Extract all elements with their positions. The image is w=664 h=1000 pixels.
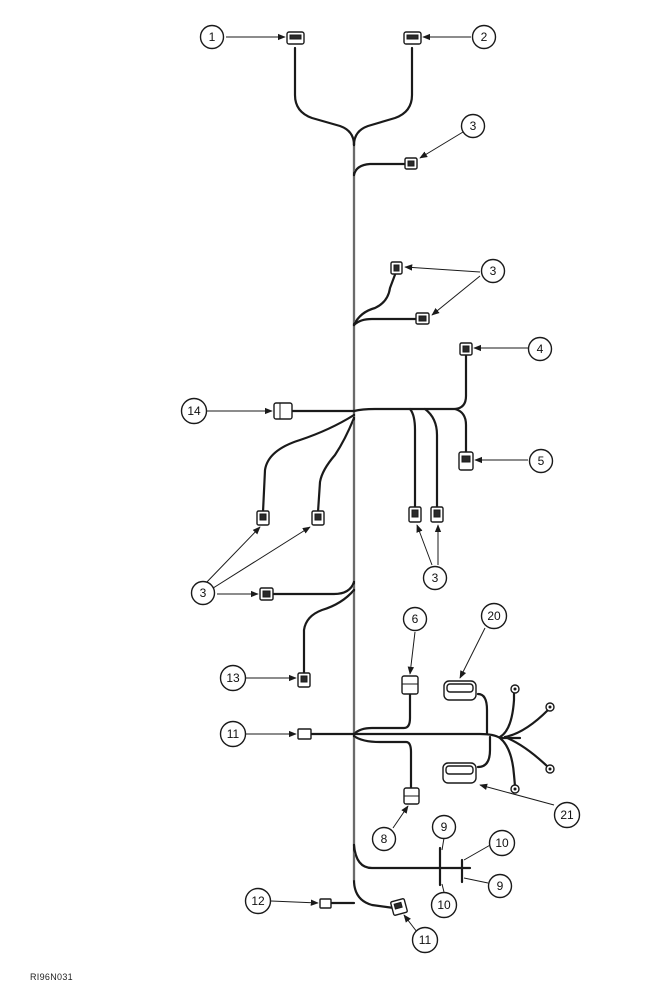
leader-lines xyxy=(203,33,555,933)
svg-text:10: 10 xyxy=(495,836,509,850)
callout-1: 1 xyxy=(199,24,225,50)
svg-text:10: 10 xyxy=(437,898,451,912)
svg-text:12: 12 xyxy=(251,894,265,908)
svg-text:1: 1 xyxy=(209,30,216,44)
svg-text:2: 2 xyxy=(481,30,488,44)
callout-6: 6 xyxy=(402,606,428,632)
svg-text:14: 14 xyxy=(187,404,201,418)
connector-11-left xyxy=(297,728,312,740)
connector-5 xyxy=(458,451,474,471)
svg-text:3: 3 xyxy=(432,571,439,585)
connector-3-lower-left xyxy=(259,587,274,601)
connector-21 xyxy=(442,762,477,784)
connector-8 xyxy=(403,787,420,805)
connector-3-right-a xyxy=(408,506,422,523)
callout-3: 3 xyxy=(422,565,448,591)
svg-text:20: 20 xyxy=(487,609,501,623)
harness-connectors xyxy=(256,31,555,916)
svg-text:4: 4 xyxy=(537,342,544,356)
callout-12: 12 xyxy=(244,887,272,915)
ring-terminals xyxy=(510,684,555,794)
connector-3-top xyxy=(404,157,418,170)
connector-1 xyxy=(286,31,305,45)
connector-13 xyxy=(297,672,311,688)
connector-3-left-b xyxy=(311,510,325,526)
callout-2: 2 xyxy=(471,24,497,50)
callout-4: 4 xyxy=(527,336,553,362)
connector-2 xyxy=(403,31,422,45)
svg-text:3: 3 xyxy=(200,586,207,600)
harness-wires xyxy=(261,46,550,910)
callout-13: 13 xyxy=(219,664,247,692)
callout-5: 5 xyxy=(528,448,554,474)
callout-21: 21 xyxy=(553,801,581,829)
svg-text:8: 8 xyxy=(381,832,388,846)
svg-text:9: 9 xyxy=(497,879,504,893)
callout-11: 11 xyxy=(411,926,439,954)
connector-4 xyxy=(459,342,473,356)
svg-text:9: 9 xyxy=(441,820,448,834)
svg-text:13: 13 xyxy=(226,671,240,685)
connector-3-lower xyxy=(415,312,430,325)
svg-text:3: 3 xyxy=(470,119,477,133)
connector-3-left-a xyxy=(256,510,270,526)
svg-text:3: 3 xyxy=(490,264,497,278)
connector-11-bottom xyxy=(390,898,408,916)
callouts: 1 2 3 3 4 14 5 3 xyxy=(180,24,581,954)
svg-text:11: 11 xyxy=(419,933,432,947)
svg-text:11: 11 xyxy=(227,727,240,741)
callout-10: 10 xyxy=(430,891,458,919)
svg-text:5: 5 xyxy=(538,454,545,468)
callout-11: 11 xyxy=(219,720,247,748)
callout-9: 9 xyxy=(431,814,457,840)
connector-3-right-b xyxy=(430,506,444,523)
svg-text:21: 21 xyxy=(560,808,574,822)
connector-12 xyxy=(319,898,332,909)
figure-reference-code: RI96N031 xyxy=(30,972,73,982)
callout-8: 8 xyxy=(371,826,397,852)
callout-10: 10 xyxy=(488,829,516,857)
callout-9: 9 xyxy=(487,873,513,899)
connector-3-upper xyxy=(390,261,403,275)
svg-text:6: 6 xyxy=(412,612,419,626)
callout-20: 20 xyxy=(480,602,508,630)
callout-3: 3 xyxy=(460,113,486,139)
connector-14 xyxy=(273,402,293,420)
callout-3: 3 xyxy=(190,580,216,606)
callout-3: 3 xyxy=(480,258,506,284)
callout-14: 14 xyxy=(180,397,208,425)
connector-6 xyxy=(401,675,419,695)
connector-20 xyxy=(443,680,477,701)
